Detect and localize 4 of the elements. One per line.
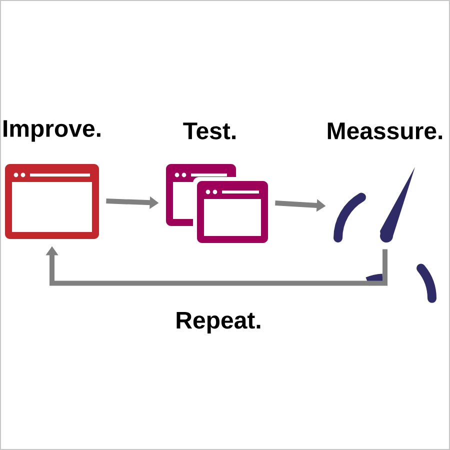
heading: Test. <box>183 122 236 140</box>
edge-label: Repeat. <box>176 312 260 334</box>
heading: Improve. <box>4 120 100 142</box>
heading: Meassure. <box>328 122 442 140</box>
